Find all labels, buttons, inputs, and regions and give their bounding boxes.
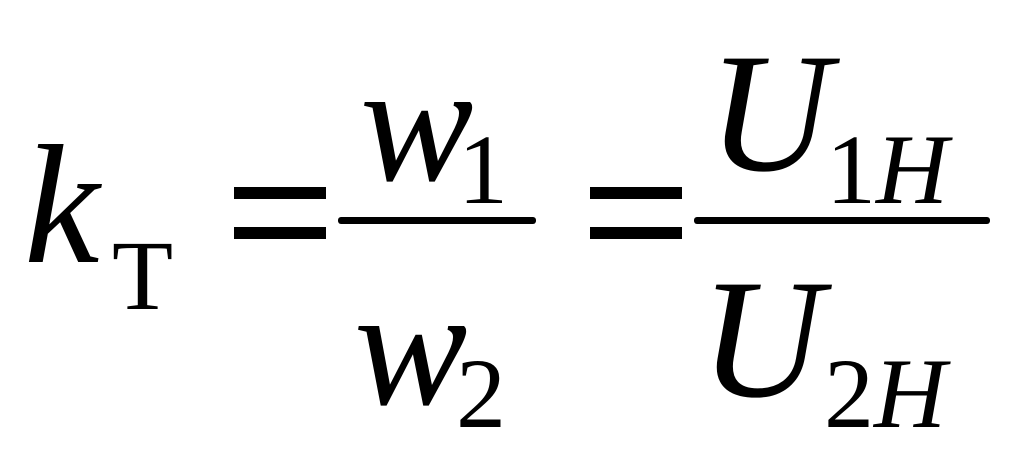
- u1-subscript: 1H: [826, 120, 948, 220]
- w2-subscript: 2: [456, 338, 506, 449]
- fraction-bar-2: [694, 217, 990, 224]
- u2-subscript-letter: H: [874, 338, 947, 449]
- equals-sign-2-top: [590, 187, 682, 199]
- k-symbol: k: [24, 111, 100, 299]
- u2-symbol: U: [700, 245, 823, 433]
- equals-sign-2-bottom: [590, 227, 682, 239]
- u2-subscript-number: 2: [824, 338, 874, 449]
- fraction-bar-1: [338, 217, 536, 224]
- equals-sign-1-bottom: [234, 227, 326, 239]
- k-subscript: Т: [112, 220, 174, 331]
- equals-sign-1-top: [234, 187, 326, 199]
- w2-symbol: w: [354, 253, 468, 441]
- u1-symbol: U: [708, 19, 831, 207]
- u1-subscript-letter: H: [876, 114, 949, 225]
- w1-symbol: w: [360, 29, 474, 217]
- w1-subscript: 1: [458, 114, 508, 225]
- u2-subscript: 2H: [824, 344, 946, 444]
- u1-subscript-number: 1: [826, 114, 876, 225]
